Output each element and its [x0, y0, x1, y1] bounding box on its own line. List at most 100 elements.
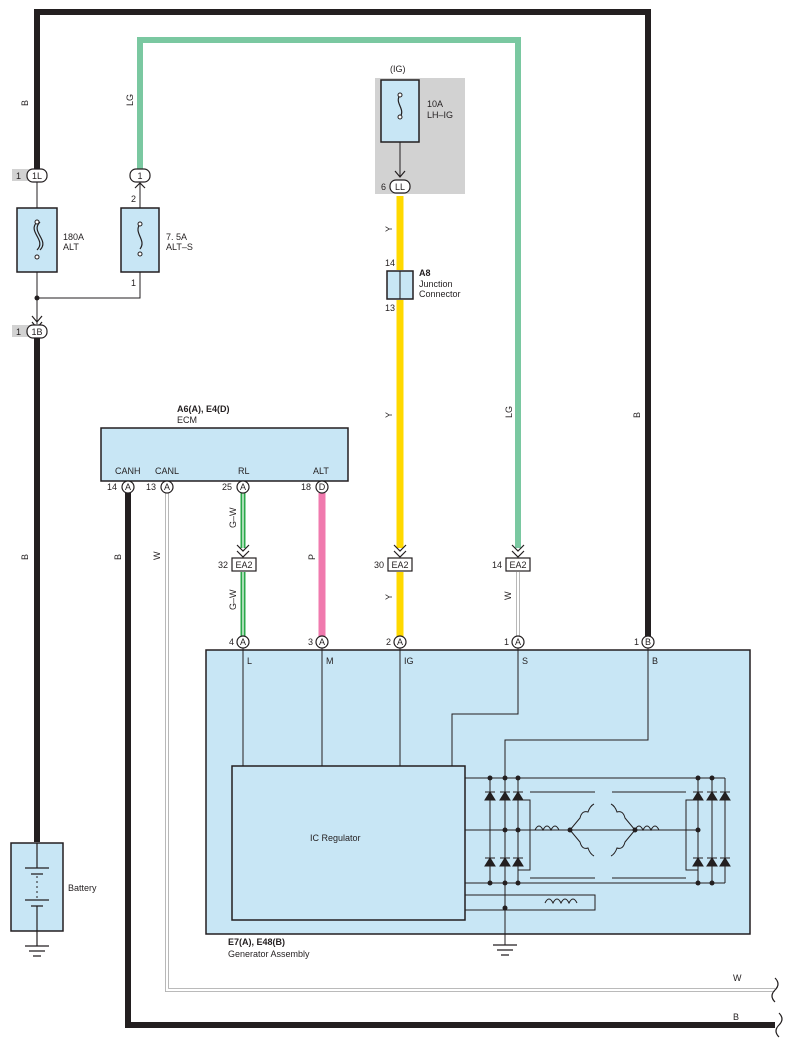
fuse-alt-element	[33, 221, 44, 251]
wire-label-w-canl: W	[152, 551, 162, 560]
svg-text:CANL: CANL	[155, 466, 179, 476]
battery-icon	[25, 843, 49, 931]
wire-label-lg-mid: LG	[504, 406, 514, 418]
wire-lg	[137, 37, 521, 548]
diode-icon	[692, 857, 704, 867]
wire-label-b-canh: B	[113, 554, 123, 560]
connector-ll-pin: 6	[381, 182, 386, 192]
coil-icon	[634, 825, 686, 832]
fuse-lh-ig-name: LH–IG	[427, 110, 453, 120]
svg-text:18: 18	[301, 482, 311, 492]
svg-text:30: 30	[374, 560, 384, 570]
svg-text:ALT: ALT	[313, 466, 329, 476]
wire-label-b-top: B	[20, 100, 30, 106]
battery-label: Battery	[68, 883, 97, 893]
rectifier-diodes	[484, 791, 731, 867]
generator-id: E7(A), E48(B)	[228, 937, 285, 947]
svg-text:M: M	[326, 656, 334, 666]
svg-text:L: L	[247, 656, 252, 666]
connector-1b	[26, 324, 48, 339]
fuse-lh-ig	[380, 79, 420, 143]
connector-1-code: 1	[137, 171, 142, 181]
fuse-lh-ig-rating: 10A	[427, 99, 443, 109]
ll-arrow-icon	[394, 170, 406, 178]
wire-label-p: P	[307, 554, 317, 560]
wire-label-y-top: Y	[384, 226, 394, 232]
generator-ground-icon	[493, 934, 517, 956]
fuse-alt-s-rating: 7. 5A	[166, 232, 187, 242]
coil-icon	[610, 803, 636, 831]
ea2-connector-lg: EA2 14	[492, 544, 531, 572]
wire-label-b-left: B	[20, 554, 30, 560]
wire-break-w	[771, 977, 779, 1003]
diode-icon	[512, 857, 524, 867]
ig-circuit-label: (IG)	[390, 64, 406, 74]
svg-text:A: A	[240, 637, 246, 647]
diode-icon	[706, 791, 718, 801]
coil-icon	[569, 829, 595, 857]
fuse-link-wire	[36, 272, 141, 299]
svg-text:1: 1	[634, 637, 639, 647]
ecm-terminal-canh: CANH A 14	[107, 466, 141, 494]
wire-b-top	[34, 9, 651, 640]
svg-text:B: B	[652, 656, 658, 666]
fuse-alt	[16, 207, 58, 273]
fuse-alt-rating: 180A	[63, 232, 84, 242]
diode-icon	[484, 857, 496, 867]
svg-text:B: B	[645, 637, 651, 647]
svg-text:14: 14	[492, 560, 502, 570]
connector-1l-code: 1L	[32, 171, 42, 181]
fuse-alt-s-pin1: 1	[131, 278, 136, 288]
ea2-arrow-icon	[393, 544, 407, 558]
wire-label-y-bottom: Y	[384, 594, 394, 600]
fuse-alt-s-pin2: 2	[131, 194, 136, 204]
svg-text:1: 1	[504, 637, 509, 647]
svg-text:RL: RL	[238, 466, 250, 476]
svg-text:3: 3	[308, 637, 313, 647]
svg-text:CANH: CANH	[115, 466, 141, 476]
svg-text:A: A	[515, 637, 521, 647]
fuse-alt-s	[120, 207, 160, 273]
ecm-terminals: CANH A 14 CANL A 13 RL A 25 ALT D 18	[107, 466, 329, 494]
ecm-terminal-canl: CANL A 13	[146, 466, 179, 494]
battery-ground-icon	[25, 931, 49, 957]
generator-terminals: A 4 L A 3 M A 2 IG A 1 S B 1 B	[229, 635, 658, 666]
coil-icon	[610, 829, 636, 857]
svg-text:EA2: EA2	[235, 560, 252, 570]
ea2-arrow-icon	[236, 544, 250, 558]
coil-icon	[569, 803, 595, 831]
connector-1b-pin: 1	[16, 327, 21, 337]
connector-ll-code: LL	[395, 182, 405, 192]
svg-text:EA2: EA2	[509, 560, 526, 570]
svg-text:13: 13	[146, 482, 156, 492]
a8-label-line2: Connector	[419, 289, 461, 299]
gen-terminal-m: A 3 M	[308, 635, 334, 666]
wire-label-w-s: W	[503, 591, 513, 600]
coil-icon	[534, 825, 570, 832]
svg-text:EA2: EA2	[391, 560, 408, 570]
diode-icon	[719, 857, 731, 867]
ea2-arrow-icon	[511, 544, 525, 558]
gen-terminal-s: A 1 S	[504, 635, 528, 666]
junction-dots	[487, 775, 715, 911]
svg-text:A: A	[397, 637, 403, 647]
ecm-terminal-alt: ALT D 18	[301, 466, 329, 494]
connector-1l-pin: 1	[16, 171, 21, 181]
svg-text:14: 14	[107, 482, 117, 492]
svg-text:A: A	[125, 482, 131, 492]
ea2-connector-y: EA2 30	[374, 544, 413, 572]
connector-ll	[389, 179, 411, 194]
generator-name: Generator Assembly	[228, 949, 310, 959]
wire-break-b	[775, 1012, 783, 1038]
wire-label-w-bottom: W	[733, 973, 742, 983]
diode-icon	[484, 791, 496, 801]
svg-text:4: 4	[229, 637, 234, 647]
a8-id: A8	[419, 268, 431, 278]
svg-text:D: D	[319, 482, 326, 492]
svg-text:25: 25	[222, 482, 232, 492]
wire-label-b-bottom: B	[733, 1012, 739, 1022]
ea2-connector-gw: EA2 32	[218, 544, 257, 572]
a8-pin-top: 14	[385, 258, 395, 268]
svg-text:S: S	[522, 656, 528, 666]
